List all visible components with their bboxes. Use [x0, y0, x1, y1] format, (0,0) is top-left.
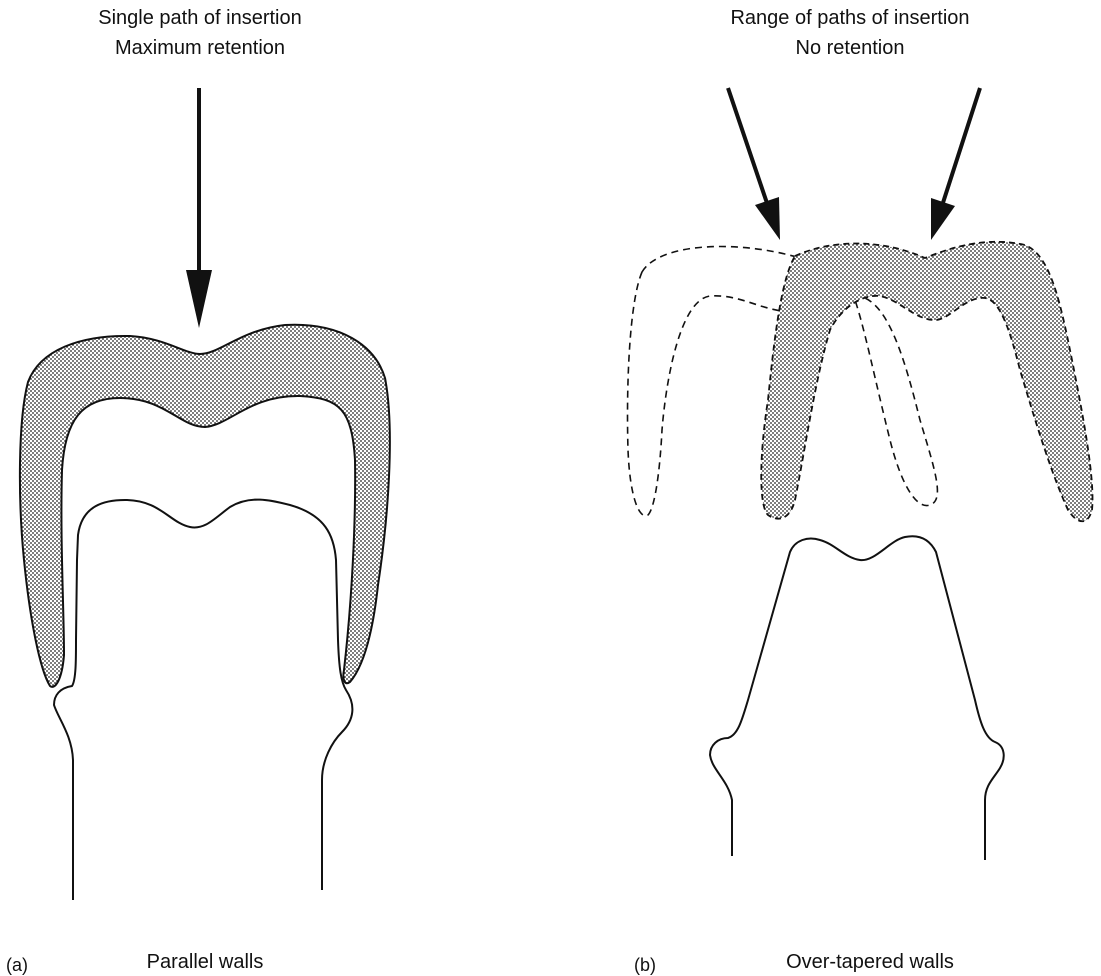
panel-b-crown	[761, 242, 1092, 521]
panel-b-insertion-arrow-left	[728, 88, 780, 240]
panel-b-insertion-arrow-right	[931, 88, 980, 240]
panel-a-insertion-arrow	[186, 88, 212, 328]
panel-b-tooth-preparation	[710, 536, 1004, 860]
panel-a-tooth-preparation	[54, 500, 352, 900]
